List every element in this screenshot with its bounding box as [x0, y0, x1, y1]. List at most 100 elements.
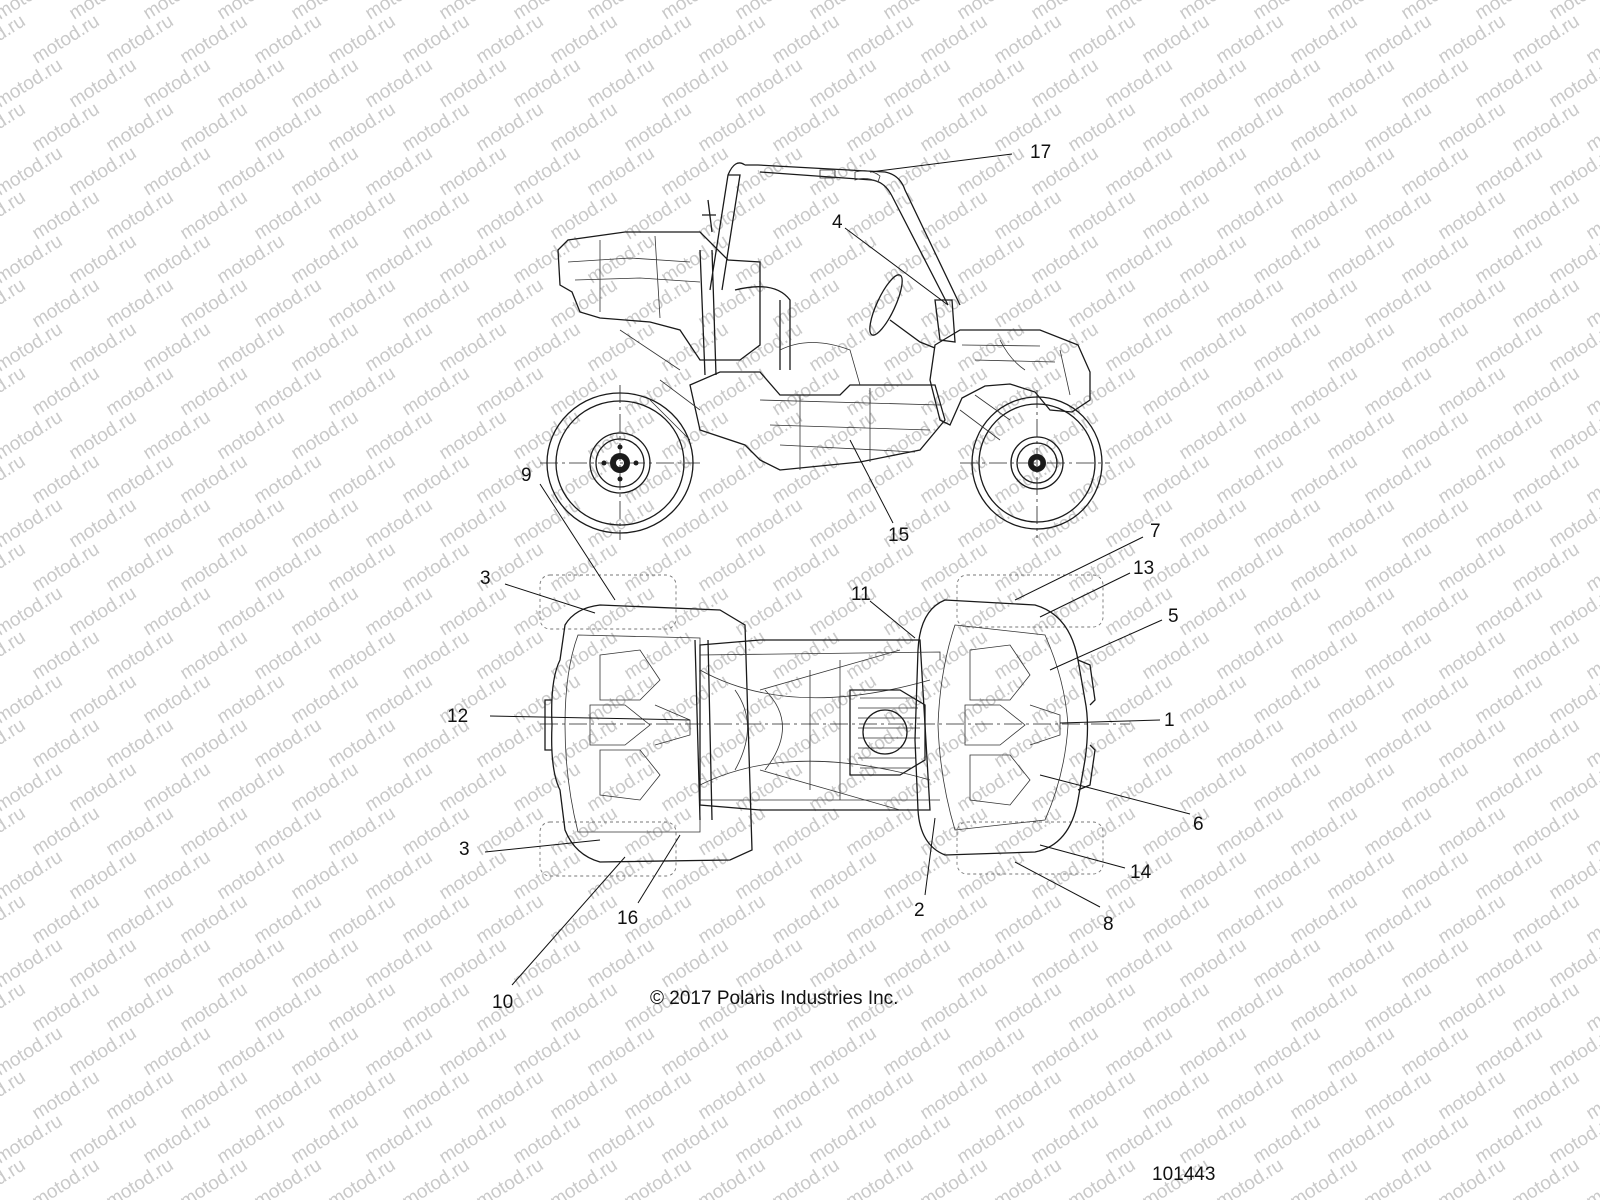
watermark: motod.ru	[584, 583, 659, 641]
watermark: motod.ru	[29, 1155, 104, 1200]
watermark: motod.ru	[1398, 759, 1473, 817]
leader-13	[1039, 572, 1131, 618]
watermark: motod.ru	[1583, 11, 1600, 69]
watermark: motod.ru	[695, 99, 770, 157]
watermark: motod.ru	[1028, 759, 1103, 817]
watermark: motod.ru	[177, 275, 252, 333]
watermark: motod.ru	[658, 1111, 733, 1169]
watermark: motod.ru	[140, 935, 215, 993]
watermark: motod.ru	[1213, 891, 1288, 949]
vehicle-top-view	[539, 574, 1130, 877]
callout-16: 16	[617, 908, 638, 929]
watermark: motod.ru	[1139, 1067, 1214, 1125]
watermark: motod.ru	[843, 99, 918, 157]
callout-3-lower: 3	[459, 839, 470, 860]
rear-body	[557, 231, 761, 361]
copyright-notice: © 2017 Polaris Industries Inc.	[650, 988, 898, 1009]
watermark: motod.ru	[1287, 715, 1362, 773]
watermark: motod.ru	[1102, 495, 1177, 553]
watermark: motod.ru	[991, 1067, 1066, 1125]
watermark: motod.ru	[1176, 583, 1251, 641]
watermark: motod.ru	[325, 11, 400, 69]
watermark: motod.ru	[251, 803, 326, 861]
watermark: motod.ru	[1361, 1155, 1436, 1200]
watermark: motod.ru	[29, 627, 104, 685]
watermark: motod.ru	[1028, 935, 1103, 993]
watermark: motod.ru	[66, 231, 141, 289]
watermark: motod.ru	[399, 363, 474, 421]
watermark: motod.ru	[103, 1155, 178, 1200]
watermark: motod.ru	[658, 935, 733, 993]
watermark: motod.ru	[214, 55, 289, 113]
watermark: motod.ru	[1287, 891, 1362, 949]
watermark: motod.ru	[769, 1155, 844, 1200]
watermark: motod.ru	[732, 671, 807, 729]
watermark: motod.ru	[621, 11, 696, 69]
watermark: motod.ru	[66, 847, 141, 905]
watermark: motod.ru	[140, 55, 215, 113]
leader-12	[489, 715, 691, 721]
watermark: motod.ru	[769, 99, 844, 157]
watermark: motod.ru	[214, 671, 289, 729]
watermark: motod.ru	[1583, 99, 1600, 157]
watermark: motod.ru	[1398, 495, 1473, 553]
watermark: motod.ru	[1176, 55, 1251, 113]
watermark: motod.ru	[214, 1111, 289, 1169]
watermark: motod.ru	[1361, 979, 1436, 1037]
watermark: motod.ru	[1361, 99, 1436, 157]
watermark: motod.ru	[806, 407, 881, 465]
watermark: motod.ru	[1176, 143, 1251, 201]
watermark: motod.ru	[1583, 275, 1600, 333]
watermark: motod.ru	[399, 451, 474, 509]
watermark: motod.ru	[1213, 715, 1288, 773]
watermark: motod.ru	[658, 407, 733, 465]
cooling-grille	[849, 689, 926, 776]
watermark: motod.ru	[1065, 891, 1140, 949]
watermark: motod.ru	[362, 1023, 437, 1081]
callout-8: 8	[1103, 914, 1114, 935]
watermark: motod.ru	[1213, 363, 1288, 421]
watermark: motod.ru	[0, 275, 29, 333]
watermark: motod.ru	[1102, 935, 1177, 993]
watermark: motod.ru	[177, 451, 252, 509]
watermark: motod.ru	[1361, 715, 1436, 773]
steering-wheel	[869, 274, 903, 336]
chassis-floor	[689, 371, 946, 471]
watermark: motod.ru	[399, 1155, 474, 1200]
leader-4	[844, 227, 949, 306]
watermark: motod.ru	[806, 759, 881, 817]
watermark: motod.ru	[1102, 231, 1177, 289]
watermark: motod.ru	[510, 55, 585, 113]
watermark: motod.ru	[29, 11, 104, 69]
watermark: motod.ru	[547, 187, 622, 245]
watermark: motod.ru	[288, 231, 363, 289]
watermark: motod.ru	[1509, 715, 1584, 773]
watermark: motod.ru	[29, 275, 104, 333]
watermark: motod.ru	[880, 319, 955, 377]
watermark: motod.ru	[103, 99, 178, 157]
watermark: motod.ru	[473, 891, 548, 949]
watermark: motod.ru	[732, 231, 807, 289]
watermark: motod.ru	[140, 231, 215, 289]
watermark: motod.ru	[991, 187, 1066, 245]
watermark: motod.ru	[954, 231, 1029, 289]
watermark: motod.ru	[1287, 275, 1362, 333]
watermark: motod.ru	[214, 759, 289, 817]
watermark: motod.ru	[1250, 847, 1325, 905]
watermark: motod.ru	[0, 539, 29, 597]
watermark: motod.ru	[732, 935, 807, 993]
watermark: motod.ru	[251, 275, 326, 333]
watermark: motod.ru	[1028, 319, 1103, 377]
watermark: motod.ru	[288, 935, 363, 993]
watermark: motod.ru	[1435, 99, 1510, 157]
watermark: motod.ru	[954, 935, 1029, 993]
watermark: motod.ru	[547, 979, 622, 1037]
callout-6: 6	[1193, 814, 1204, 835]
watermark: motod.ru	[140, 583, 215, 641]
watermark: motod.ru	[510, 495, 585, 553]
watermark: motod.ru	[732, 759, 807, 817]
watermark: motod.ru	[1028, 583, 1103, 641]
watermark: motod.ru	[1139, 11, 1214, 69]
watermark: motod.ru	[251, 1067, 326, 1125]
watermark: motod.ru	[1065, 275, 1140, 333]
